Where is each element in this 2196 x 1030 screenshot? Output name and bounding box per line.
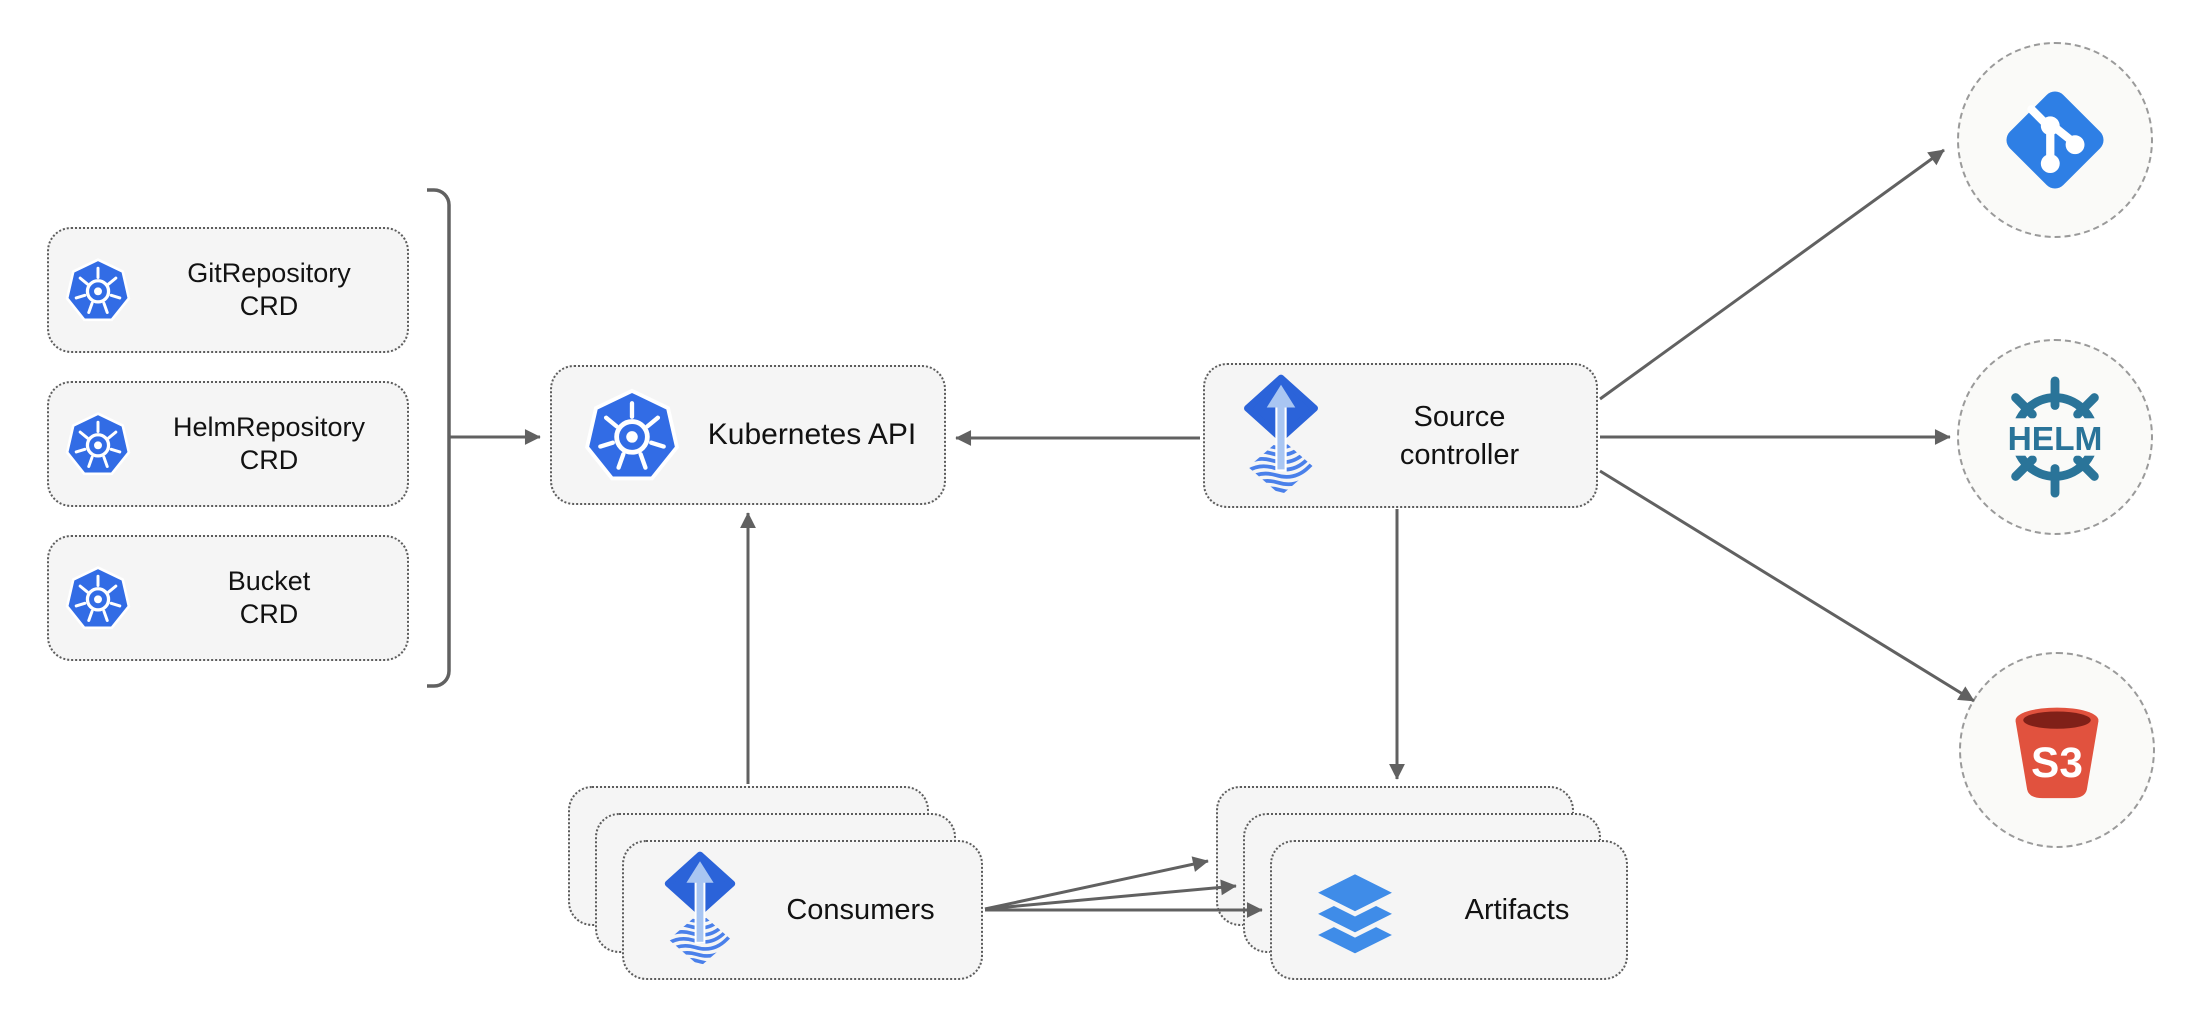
arrow-consumers-to-artifacts-back [984,856,1209,911]
git-icon [2006,91,2104,189]
bucket-crd-label-line1: Bucket [227,566,311,596]
kubernetes-icon [584,388,680,481]
git-source-node [1957,42,2153,238]
consumers-node: Consumers [622,840,983,980]
arrow-consumers-to-artifacts-middle [984,879,1237,911]
gitrepository-crd-label: GitRepository CRD [131,257,407,323]
helmrepository-crd-label: HelmRepository CRD [131,411,407,477]
helmrepository-crd-label-line2: CRD [239,445,299,475]
source-controller-node: Source controller [1203,363,1598,508]
helm-source-node: HELM [1957,339,2153,535]
gitrepository-crd-label-line1: GitRepository [187,258,351,288]
helm-label: HELM [2008,421,2103,458]
kubernetes-api-node: Kubernetes API [550,365,946,505]
kubernetes-api-label: Kubernetes API [707,418,917,451]
artifacts-node: Artifacts [1270,840,1628,980]
crd-group-bracket [427,188,451,688]
layers-icon [1307,868,1403,958]
gitrepository-crd-node: GitRepository CRD [47,227,409,353]
kubernetes-icon [65,412,131,476]
source-controller-label-line2: controller [1399,438,1520,471]
helmrepository-crd-node: HelmRepository CRD [47,381,409,507]
s3-label: S3 [2031,739,2083,786]
s3-source-node: S3 [1959,652,2155,848]
s3-bucket-icon: S3 [2015,707,2099,799]
source-controller-label: Source controller [1323,398,1596,474]
arrow-source-to-git [1599,148,1945,401]
artifacts-label: Artifacts [1464,893,1570,926]
consumers-label: Consumers [786,893,935,926]
helm-icon: HELM [1991,376,2119,498]
source-controller-label-line1: Source [1413,400,1506,433]
bucket-crd-label-line2: CRD [239,599,299,629]
bucket-crd-node: Bucket CRD [47,535,409,661]
gitrepository-crd-label-line2: CRD [239,291,299,321]
kubernetes-icon [65,258,131,322]
flux-icon [1244,374,1318,496]
helmrepository-crd-label-line1: HelmRepository [172,412,366,442]
bucket-crd-label: Bucket CRD [131,565,407,631]
kubernetes-icon [65,566,131,630]
flux-icon [664,851,736,967]
arrow-source-to-s3 [1599,469,1975,703]
